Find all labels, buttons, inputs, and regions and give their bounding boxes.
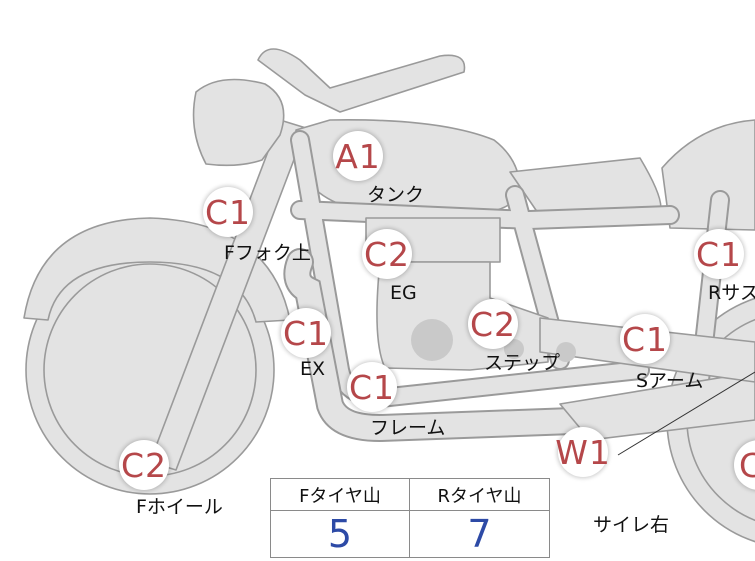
badge-tank[interactable]: A1 [333, 131, 383, 181]
value-front-tire-tread[interactable]: 5 [271, 511, 410, 557]
badge-rear-wheel[interactable]: C [734, 440, 755, 490]
tire-tread-table: Fタイヤ山 Rタイヤ山 5 7 [270, 478, 550, 558]
label-front-wheel: Fホイール [136, 496, 223, 518]
seat-rear [661, 119, 755, 231]
header-front-tire-tread: Fタイヤ山 [271, 479, 410, 511]
badge-frame[interactable]: C1 [347, 362, 397, 412]
handlebar [257, 48, 466, 113]
front-fork [149, 119, 307, 471]
label-step: ステップ [484, 352, 561, 374]
badge-fork-upper[interactable]: C1 [203, 187, 253, 237]
label-swing-arm: Sアーム [636, 370, 704, 392]
label-muffler-right: サイレ右 [593, 514, 670, 536]
muffler-leader-line [617, 371, 755, 456]
label-tank: タンク [367, 184, 425, 206]
badge-rear-suspension[interactable]: C1 [694, 229, 744, 279]
badge-exhaust[interactable]: C1 [281, 308, 331, 358]
step-peg-rear [556, 342, 576, 362]
badge-engine[interactable]: C2 [362, 229, 412, 279]
label-engine: EG [390, 282, 417, 304]
badge-step[interactable]: C2 [468, 299, 518, 349]
headlight [192, 78, 285, 167]
value-rear-tire-tread[interactable]: 7 [467, 512, 492, 556]
label-rear-suspension: Rサス [708, 282, 755, 304]
label-frame: フレーム [370, 417, 446, 439]
badge-front-wheel[interactable]: C2 [119, 440, 169, 490]
header-rear-tire-tread: Rタイヤ山 [410, 479, 549, 511]
step-peg-front [504, 339, 524, 359]
label-fork-upper: Fフォク上 [224, 242, 311, 264]
label-exhaust: EX [300, 358, 326, 380]
badge-muffler-right[interactable]: W1 [555, 427, 610, 477]
engine-cover [411, 319, 453, 361]
exhaust-pipe [283, 248, 614, 443]
badge-swing-arm[interactable]: C1 [620, 314, 670, 364]
